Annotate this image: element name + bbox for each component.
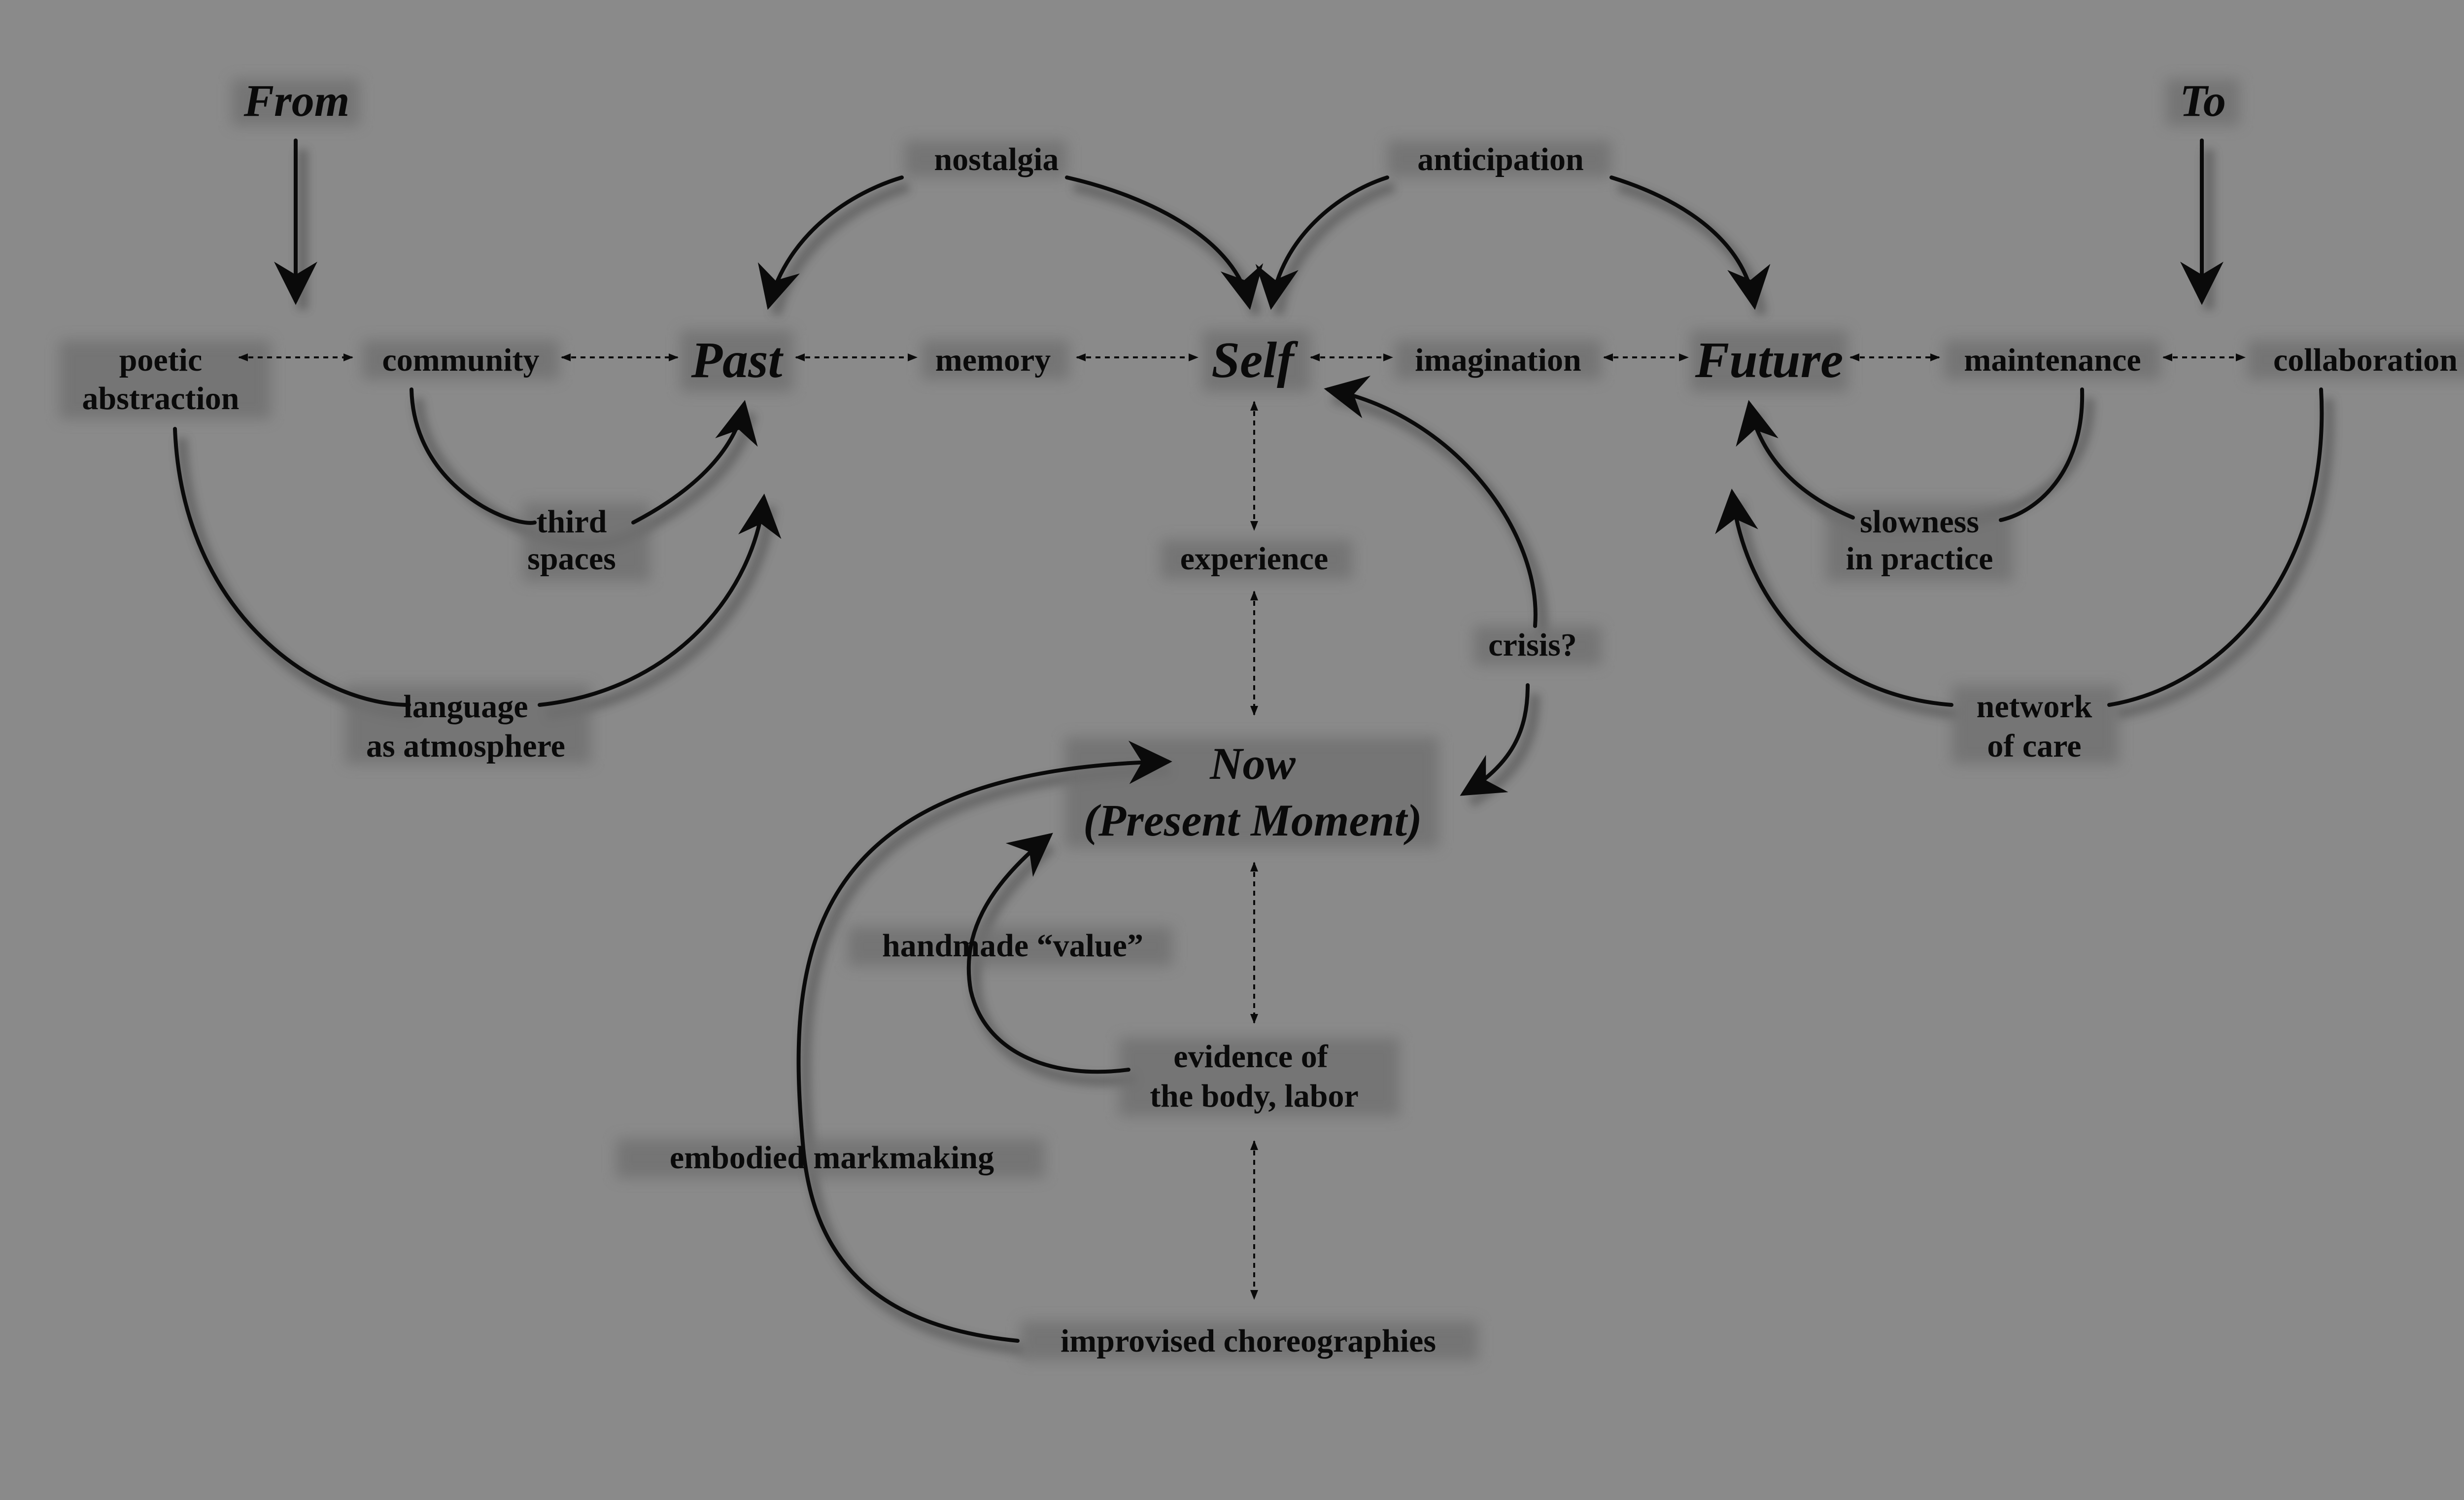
node-community: community [382,342,540,378]
node-memory: memory [935,342,1051,378]
node-poetic-abstraction-line1: poetic [119,342,203,378]
node-slowness-line1: slowness [1860,504,1979,540]
node-poetic-abstraction-line2: abstraction [82,381,240,417]
dashed-connectors [238,353,2246,1300]
node-now-line1: Now [1209,738,1296,789]
node-self: Self [1211,332,1299,388]
arrow-anticipation-self [1255,175,1389,310]
node-evidence-line1: evidence of [1173,1039,1328,1075]
arrow-nostalgia-self [1065,175,1264,310]
arrow-third-spaces-past [631,400,758,524]
node-future: Future [1695,332,1844,388]
solid-curves [173,139,2324,1343]
arrow-network-future [1715,488,1953,707]
node-handmade-value: handmade “value” [882,928,1143,964]
node-network-line1: network [1977,689,2092,725]
node-third-spaces-line1: third [536,504,607,540]
node-language-line2: as atmosphere [366,728,565,764]
arrow-anticipation-future [1609,175,1771,310]
curve-collaboration-network [2107,387,2324,707]
node-anticipation: anticipation [1417,141,1583,177]
curve-community-third-spaces [410,387,537,525]
node-slowness-line2: in practice [1846,541,1993,577]
labels: From To nostalgia anticipation poetic ab… [82,75,2458,1359]
node-network-line2: of care [1987,728,2081,764]
curve-poetic-language [173,427,411,707]
arrow-crisis-now [1460,683,1530,796]
heading-to: To [2180,75,2226,126]
node-nostalgia: nostalgia [934,141,1059,177]
node-imagination: imagination [1415,342,1581,378]
arrow-crisis-self [1324,376,1538,628]
node-experience: experience [1180,541,1329,577]
node-language-line1: language [403,689,528,725]
arrow-language-past [538,493,782,707]
arrow-slowness-future [1736,400,1855,520]
curve-maintenance-slowness [1999,387,2085,522]
node-evidence-line2: the body, labor [1150,1078,1359,1114]
node-third-spaces-line2: spaces [527,541,616,577]
node-crisis: crisis? [1488,627,1577,663]
node-embodied-markmaking: embodied markmaking [670,1140,994,1176]
label-halos [59,79,2464,1360]
heading-from: From [243,75,350,126]
node-improvised-choreographies: improvised choreographies [1061,1323,1436,1359]
node-now-line2: (Present Moment) [1083,795,1422,845]
arrow-improvised-now [796,740,1172,1343]
arrow-nostalgia-past [757,175,904,310]
arrow-evidence-now [966,833,1130,1074]
node-maintenance: maintenance [1964,342,2141,378]
node-past: Past [691,332,784,388]
node-collaboration: collaboration [2273,342,2458,378]
